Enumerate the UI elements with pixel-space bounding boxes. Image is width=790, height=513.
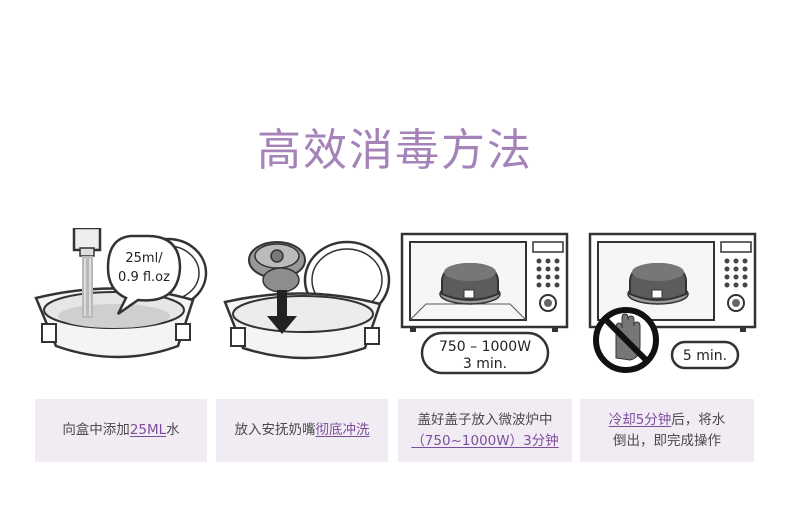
cooling-illustration: 5 min. [588,232,757,373]
caption-highlight: 25ML [129,422,167,438]
arrow-down-icon [267,290,297,334]
step-4-illustration: 5 min. [588,228,768,376]
caption-highlight: 彻底冲洗 [315,422,370,438]
page-title: 高效消毒方法 [257,125,533,176]
sterilizer-box [439,262,501,305]
power-time-label [420,331,550,375]
caption-text: 倒出，即完成操作 [613,432,721,449]
fill-water-illustration: 25ml/ 0.9 fl.oz [34,226,208,359]
speech-bubble [106,234,182,316]
volume-label-line2: 0.9 fl.oz [118,270,170,285]
cool-time-label [670,340,740,370]
faucet-shape [72,226,102,252]
step-3-caption: 盖好盖子放入微波炉中 （750~1000W）3分钟 [398,399,572,462]
microwave-keypad [720,241,752,312]
step-1-caption: 向盒中添加25ML水 [35,399,207,462]
sterilizer-box [627,262,689,305]
caption-highlight: 冷却5分钟 [608,411,672,428]
step-4-caption: 冷却5分钟后，将水 倒出，即完成操作 [580,399,754,462]
cool-time-text: 5 min. [683,348,727,364]
no-touch-icon [593,307,659,373]
water-stream [82,256,93,318]
time-label: 3 min. [463,356,507,372]
caption-text: 水 [166,422,180,438]
caption-text: 放入安抚奶嘴 [234,422,316,438]
step-1-illustration: 25ml/ 0.9 fl.oz [28,226,208,376]
microwave-illustration: 750 – 1000W 3 min. [400,232,569,375]
caption-text: 盖好盖子放入微波炉中 [417,411,553,428]
volume-label-line1: 25ml/ [125,251,163,266]
microwave-keypad [532,241,564,312]
caption-text: 向盒中添加 [62,422,130,438]
place-pacifier-illustration [223,240,391,360]
step-2-illustration [215,228,395,376]
caption-highlight: （750~1000W）3分钟 [411,432,559,449]
step-2-caption: 放入安抚奶嘴彻底冲洗 [216,399,388,462]
step-3-illustration: 750 – 1000W 3 min. [400,228,580,376]
power-label: 750 – 1000W [439,339,531,355]
caption-text: 后，将水 [671,411,726,428]
pacifier-shape [248,241,306,293]
